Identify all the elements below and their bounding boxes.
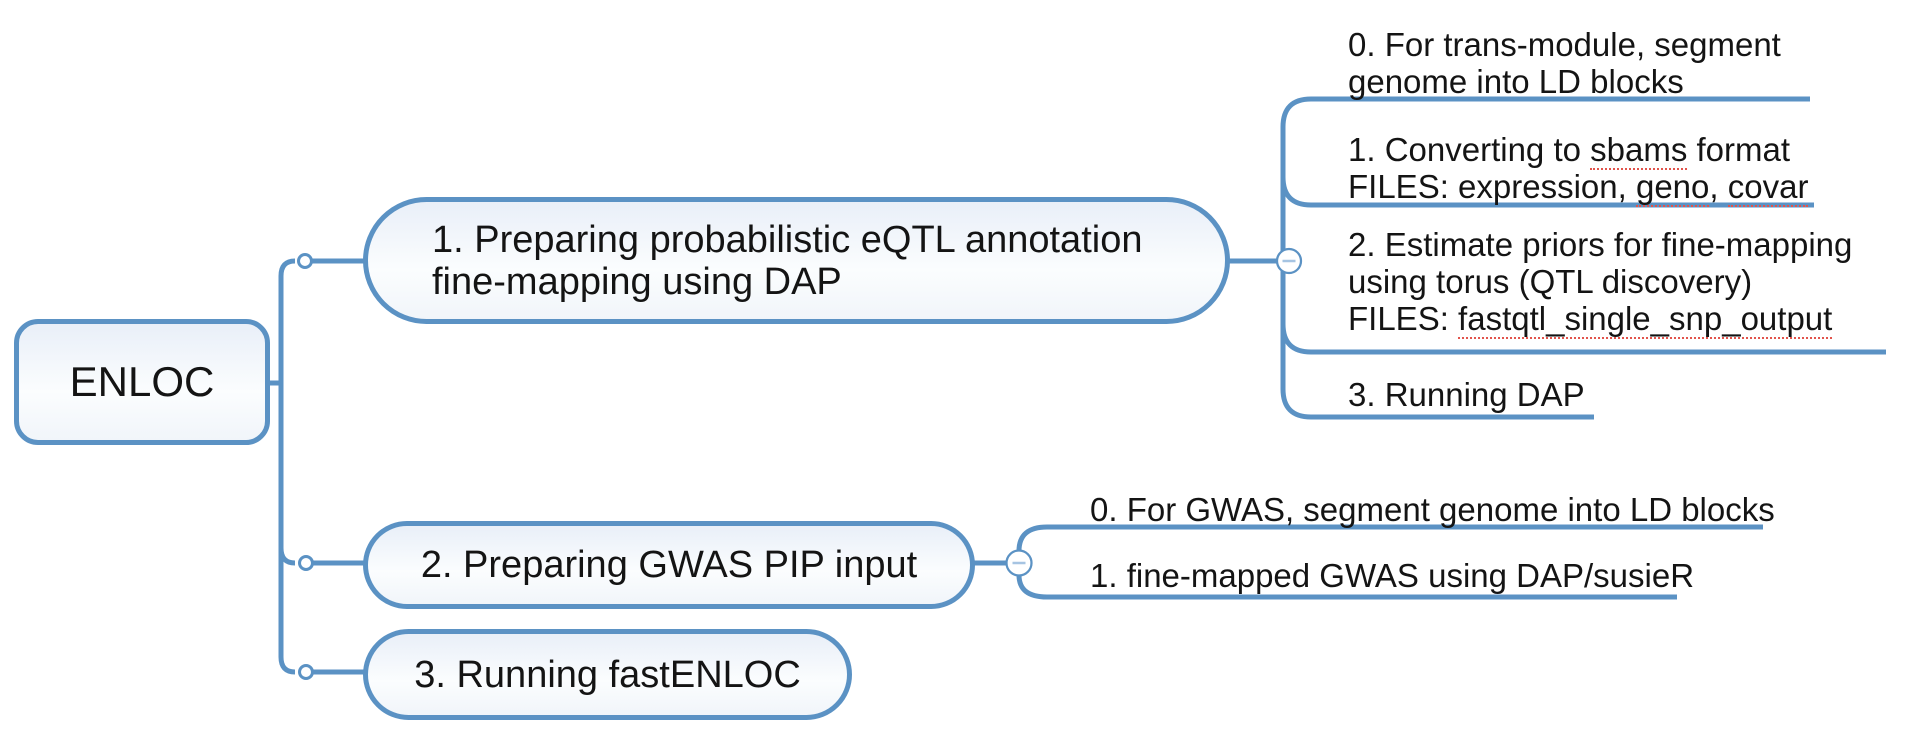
branch-2-child-wires (973, 524, 1763, 600)
branch-node-2-label: 2. Preparing GWAS PIP input (420, 544, 918, 586)
misspelled-word: fastqtl_single_snp_output (1458, 300, 1833, 339)
misspelled-word: sbams (1590, 131, 1688, 170)
root-node-label: ENLOC (69, 358, 215, 405)
branch-1-child-2-underline (1280, 323, 1886, 355)
branch-node-3-label: 3. Running fastENLOC (414, 653, 801, 696)
branch-node-2[interactable]: 2. Preparing GWAS PIP input (363, 521, 975, 609)
branch-node-3[interactable]: 3. Running fastENLOC (363, 629, 852, 720)
branch-node-1[interactable]: 1. Preparing probabilistic eQTL annotati… (363, 197, 1230, 324)
branch-2-child-1-underline (1016, 574, 1677, 600)
branch-2-elbow-line (278, 547, 296, 566)
misspelled-word: covar (1727, 168, 1809, 207)
branch-node-1-label: 1. Preparing probabilistic eQTL annotati… (432, 218, 1143, 303)
branch-1-child-wires (1228, 96, 1886, 420)
root-trunk-lines (270, 253, 365, 680)
branch-2-child-1[interactable]: 1. fine-mapped GWAS using DAP/susieR (1090, 557, 1695, 594)
branch-1-child-3[interactable]: 3. Running DAP (1348, 376, 1585, 413)
branch-2-junction-dot[interactable] (298, 555, 314, 571)
misspelled-word: geno (1635, 168, 1710, 207)
branch-1-junction-dot[interactable] (297, 253, 313, 269)
branch-2-child-0-underline (1016, 524, 1763, 552)
root-node-enloc[interactable]: ENLOC (14, 319, 270, 445)
branch-2-child-0[interactable]: 0. For GWAS, segment genome into LD bloc… (1090, 491, 1775, 528)
branch-3-junction-dot[interactable] (298, 664, 314, 680)
root-trunk-line (278, 258, 296, 675)
branch-1-child-1-underline (1280, 176, 1814, 208)
